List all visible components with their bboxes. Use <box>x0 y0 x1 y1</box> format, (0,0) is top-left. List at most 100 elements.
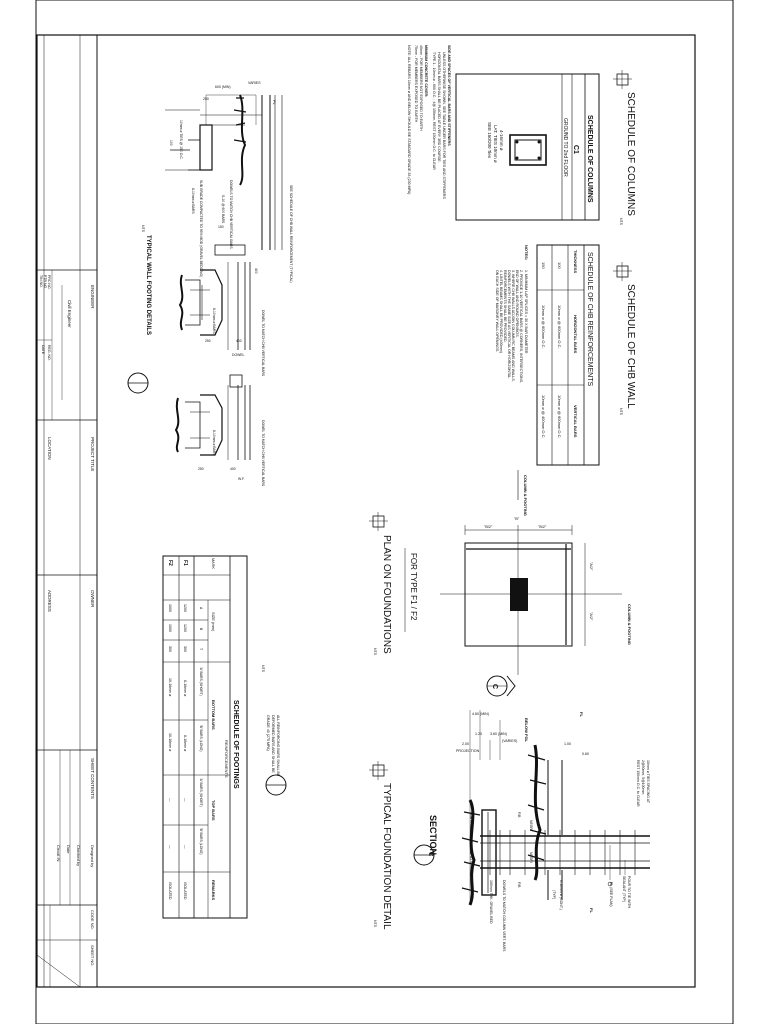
chb-header-vertical: VERTICAL BARS <box>573 405 578 438</box>
wf-note-7: 75mm - FOR MEMBERS EXPOSED TO EARTH <box>414 45 418 123</box>
tb-sheet-contents: SHEET CONTENTS <box>90 758 95 799</box>
wf1-dim-varies: VARIES <box>248 81 261 85</box>
tb-checked-by: Checked by <box>76 845 81 866</box>
footings-bottom-header: BOTTOM BARS <box>211 700 216 730</box>
fd-ties-3: REST 150mm O.C. to CLEAR <box>636 760 640 807</box>
chb-note-4: 3. WHERE CHB WALLS ADJOIN COLUMN RC BEAM… <box>511 270 515 382</box>
tb-tin: TIN NO. <box>39 275 43 288</box>
fd-dim-460: 4.60 (MIN) <box>472 712 489 716</box>
fd-pour-2: SEALANT (TYP) <box>622 876 626 902</box>
footings-f2-a: 1000 <box>168 604 172 612</box>
wf3-bars: 8-10mm ø BARS <box>212 430 216 456</box>
chb-note-5: DOWELS WITH THE SAME SIZE AS VERTICAL OR… <box>507 270 511 378</box>
column-section-drawing <box>509 134 547 166</box>
title-block: ENGINEER Civil Engineer PRC NO. PTR NO. … <box>36 35 98 988</box>
wf1-fl: FL <box>272 100 277 105</box>
typical-foundation-detail: TYPICAL FOUNDATION DETAIL NTS SECTION C <box>369 710 650 952</box>
fd-dim-060: 0.60 <box>582 752 589 756</box>
footing-plan-outline <box>464 542 573 647</box>
wall-footing-detail-1: 600 (MIN) VARIES 250 FL 10mm ø TIES @ 15… <box>165 81 293 283</box>
schedule-of-columns: SCHEDULE OF COLUMNS NTS SCHEDULE OF COLU… <box>455 70 636 226</box>
footings-f1-top-b: — <box>183 845 187 849</box>
columns-table-title: SCHEDULE OF COLUMNS <box>586 115 593 203</box>
tb-project-title: PROJECT TITLE <box>90 437 95 471</box>
footings-sub-b-long: 'B' BARS (LONG) <box>199 725 203 752</box>
wf1-wf: SUB GRADE COMPACTED TO 95% MDD (GRAVEL B… <box>199 180 203 277</box>
tb-location: LOCATION <box>47 437 52 460</box>
footings-sub-a-short: 'A' BARS (SHORT) <box>199 667 203 696</box>
fd-dowels: DOWELS TO MATCH COLUMN VERT. BARS <box>502 880 506 952</box>
wf2-dim-250: 250 <box>205 339 211 343</box>
wf-note-3: HORIZONTAL BARS SHALL BE PLACED AT EVERY… <box>437 52 441 163</box>
fd-fb-1: F/B <box>517 812 521 818</box>
columns-floor: GROUND TO 2nd FLOOR <box>562 118 568 177</box>
wall-footing-scale: NTS <box>141 225 145 233</box>
tb-date2: Date <box>66 845 71 854</box>
chb-note-2: 2. PROVIDE 1-10 VERTICAL BARS @ CORNERS,… <box>519 270 523 383</box>
wf1-see-schedule: SEE SCHEDULE OF CHB WALL REINFORCEMENT (… <box>289 185 293 283</box>
drawing-frame <box>36 34 696 988</box>
fd-pour-1: POUR TO TIE WITH <box>627 876 631 909</box>
chb-row2-vertical: 10mm ø @ 400mm O.C. <box>541 395 546 439</box>
wall-footing-detail-2: 250 400 DOWEL DOWEL TO MATCH CHB VERTICA… <box>178 225 265 377</box>
wf-note-2: UNLESS OTHERWISE SHOWN, SEE TABLE UNDER … <box>442 52 446 200</box>
chb-row1-vertical: 10mm ø @ 600mm O.C. <box>557 395 562 439</box>
fd-ties-2: 2@50mm, 5@100mm <box>641 760 645 794</box>
fd-negri-2: NEGRI <box>529 852 533 863</box>
footings-sub-b-long-top: 'B' BARS (LONG) <box>199 828 203 855</box>
column-plan-mark <box>510 578 528 611</box>
footings-f1-bot-a: 8-16mm ø <box>183 680 187 697</box>
schedule-of-footings: SCHEDULE OF FOOTINGS MARK SIZE (mm) REIN… <box>162 555 287 919</box>
wf3-dim-400: 400 <box>230 467 236 471</box>
footings-sub-t: T <box>199 648 203 650</box>
footings-sub-a-short-top: 'A' BARS (SHORT) <box>199 778 203 807</box>
tb-ptr: PTR NO. <box>43 275 47 289</box>
fd-cont: 6-16mm ø (CONT.) <box>559 880 563 910</box>
footings-f1-remarks: ISOLATED <box>183 882 187 900</box>
fd-fb-2: F/B <box>517 882 521 888</box>
columns-mark: C1 <box>572 145 579 154</box>
footings-f2-mark: F2 <box>167 560 173 566</box>
footings-reinf-header: REINFORCEMENTS <box>224 740 229 778</box>
tb-reg: REG. NO. <box>47 345 51 361</box>
fd-fl-top: FL <box>579 712 584 717</box>
footings-top-header: TOP BARS <box>211 800 216 821</box>
fd-ties-1: 10mm ø TIES SPACING AT <box>646 760 650 804</box>
fd-dim-360: 3.60 (MIN) <box>490 732 507 736</box>
wf-note-4: TYPE 1 - 10mm ø - 600 O.C. ; 4@ 150mm, R… <box>432 52 436 170</box>
wf1-dim-100: 100 <box>169 140 173 146</box>
wf3-dowel-label: DOWEL TO MATCH CHB VERTICAL BARS <box>261 420 265 487</box>
chb-note-6: REINFORCEMENTS SHALL BE PROVIDED. <box>503 270 507 343</box>
plan-section-letter: C <box>491 684 498 689</box>
tb-owner: OWNER <box>90 590 95 608</box>
footings-f1-a: 1200 <box>183 604 187 612</box>
chb-scale: NTS <box>619 408 623 416</box>
plan-dim-b2a: "B/2" <box>484 525 493 529</box>
chb-row2-horizontal: 10mm ø @ 600mm O.C. <box>541 305 546 349</box>
footings-f1-b: 1200 <box>183 624 187 632</box>
footings-f1-t: 300 <box>183 646 187 652</box>
wf2-bars: 8-10mm ø BARS <box>212 308 216 334</box>
wall-footing-title: TYPICAL WALL FOOTING DETAILS <box>145 235 151 335</box>
footings-f2-bot-b: 10-16mm ø <box>168 733 172 752</box>
fd-below-fgl: BELOW FGL <box>524 718 529 743</box>
tb-address: ADDRESS <box>47 590 52 612</box>
tb-date: DATE <box>41 345 45 355</box>
fd-fl-bottom: FL <box>589 908 594 913</box>
footings-title: SCHEDULE OF FOOTINGS <box>232 700 239 789</box>
footings-f2-bot-a: 10-16mm ø <box>168 678 172 697</box>
wf2-dim-400: 400 <box>236 339 242 343</box>
plan-subtitle: FOR TYPE F1 / F2 <box>409 553 418 621</box>
wf-note-5: MINIMUM CONCRETE COVER: <box>424 45 428 97</box>
wf1-subgrade: 8-10mm ø BARS <box>191 188 195 214</box>
footings-f2-top-b: — <box>168 845 172 849</box>
columns-ties-label: LAT. TIES 10mm ø <box>493 125 498 163</box>
chb-title: SCHEDULE OF CHB WALL <box>625 284 636 409</box>
columns-bars-label: 4-16mm ø <box>499 130 504 151</box>
fd-negri-1: NEGRI <box>529 820 533 831</box>
plan-dim-a2a: "A/2" <box>589 562 593 571</box>
plan-col-footing-label: COLUMN & FOOTING <box>523 475 528 516</box>
chb-note-7: 4. LINTEL BEAMS SHALL BE PROVIDED (400mm… <box>499 270 503 353</box>
fd-dim-120: 1.20 <box>475 732 482 736</box>
chb-note-3: END OF WALL AND ROUND OPENINGS. <box>515 270 519 338</box>
